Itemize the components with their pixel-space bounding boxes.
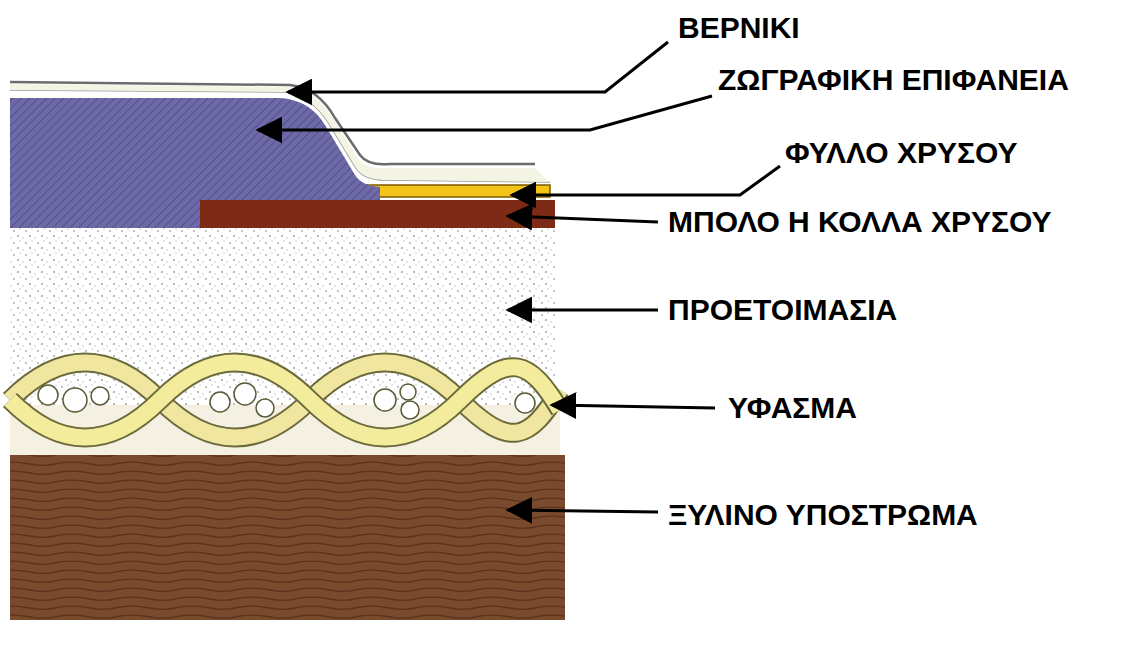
leader-lines: [258, 42, 780, 512]
layer-label: ΠΡΟΕΤΟΙΜΑΣΙΑ: [668, 293, 897, 327]
layer-label: ΦΥΛΛΟ ΧΡΥΣΟΥ: [785, 136, 1018, 170]
wood-support: [10, 455, 565, 620]
bole-layer: [200, 200, 555, 228]
layer-label: ΖΩΓΡΑΦΙΚΗ ΕΠΙΦΑΝΕΙΑ: [718, 63, 1069, 97]
varnish-layer: [10, 82, 535, 164]
layer-label: ΜΠΟΛΟ Η ΚΟΛΛΑ ΧΡΥΣΟΥ: [668, 205, 1051, 239]
layer-label: ΒΕΡΝΙΚΙ: [678, 11, 800, 45]
layer-label: ΥΦΑΣΜΑ: [728, 391, 857, 425]
fabric-layer: [10, 363, 560, 456]
layer-label: ΞΥΛΙΝΟ ΥΠΟΣΤΡΩΜΑ: [668, 498, 978, 532]
